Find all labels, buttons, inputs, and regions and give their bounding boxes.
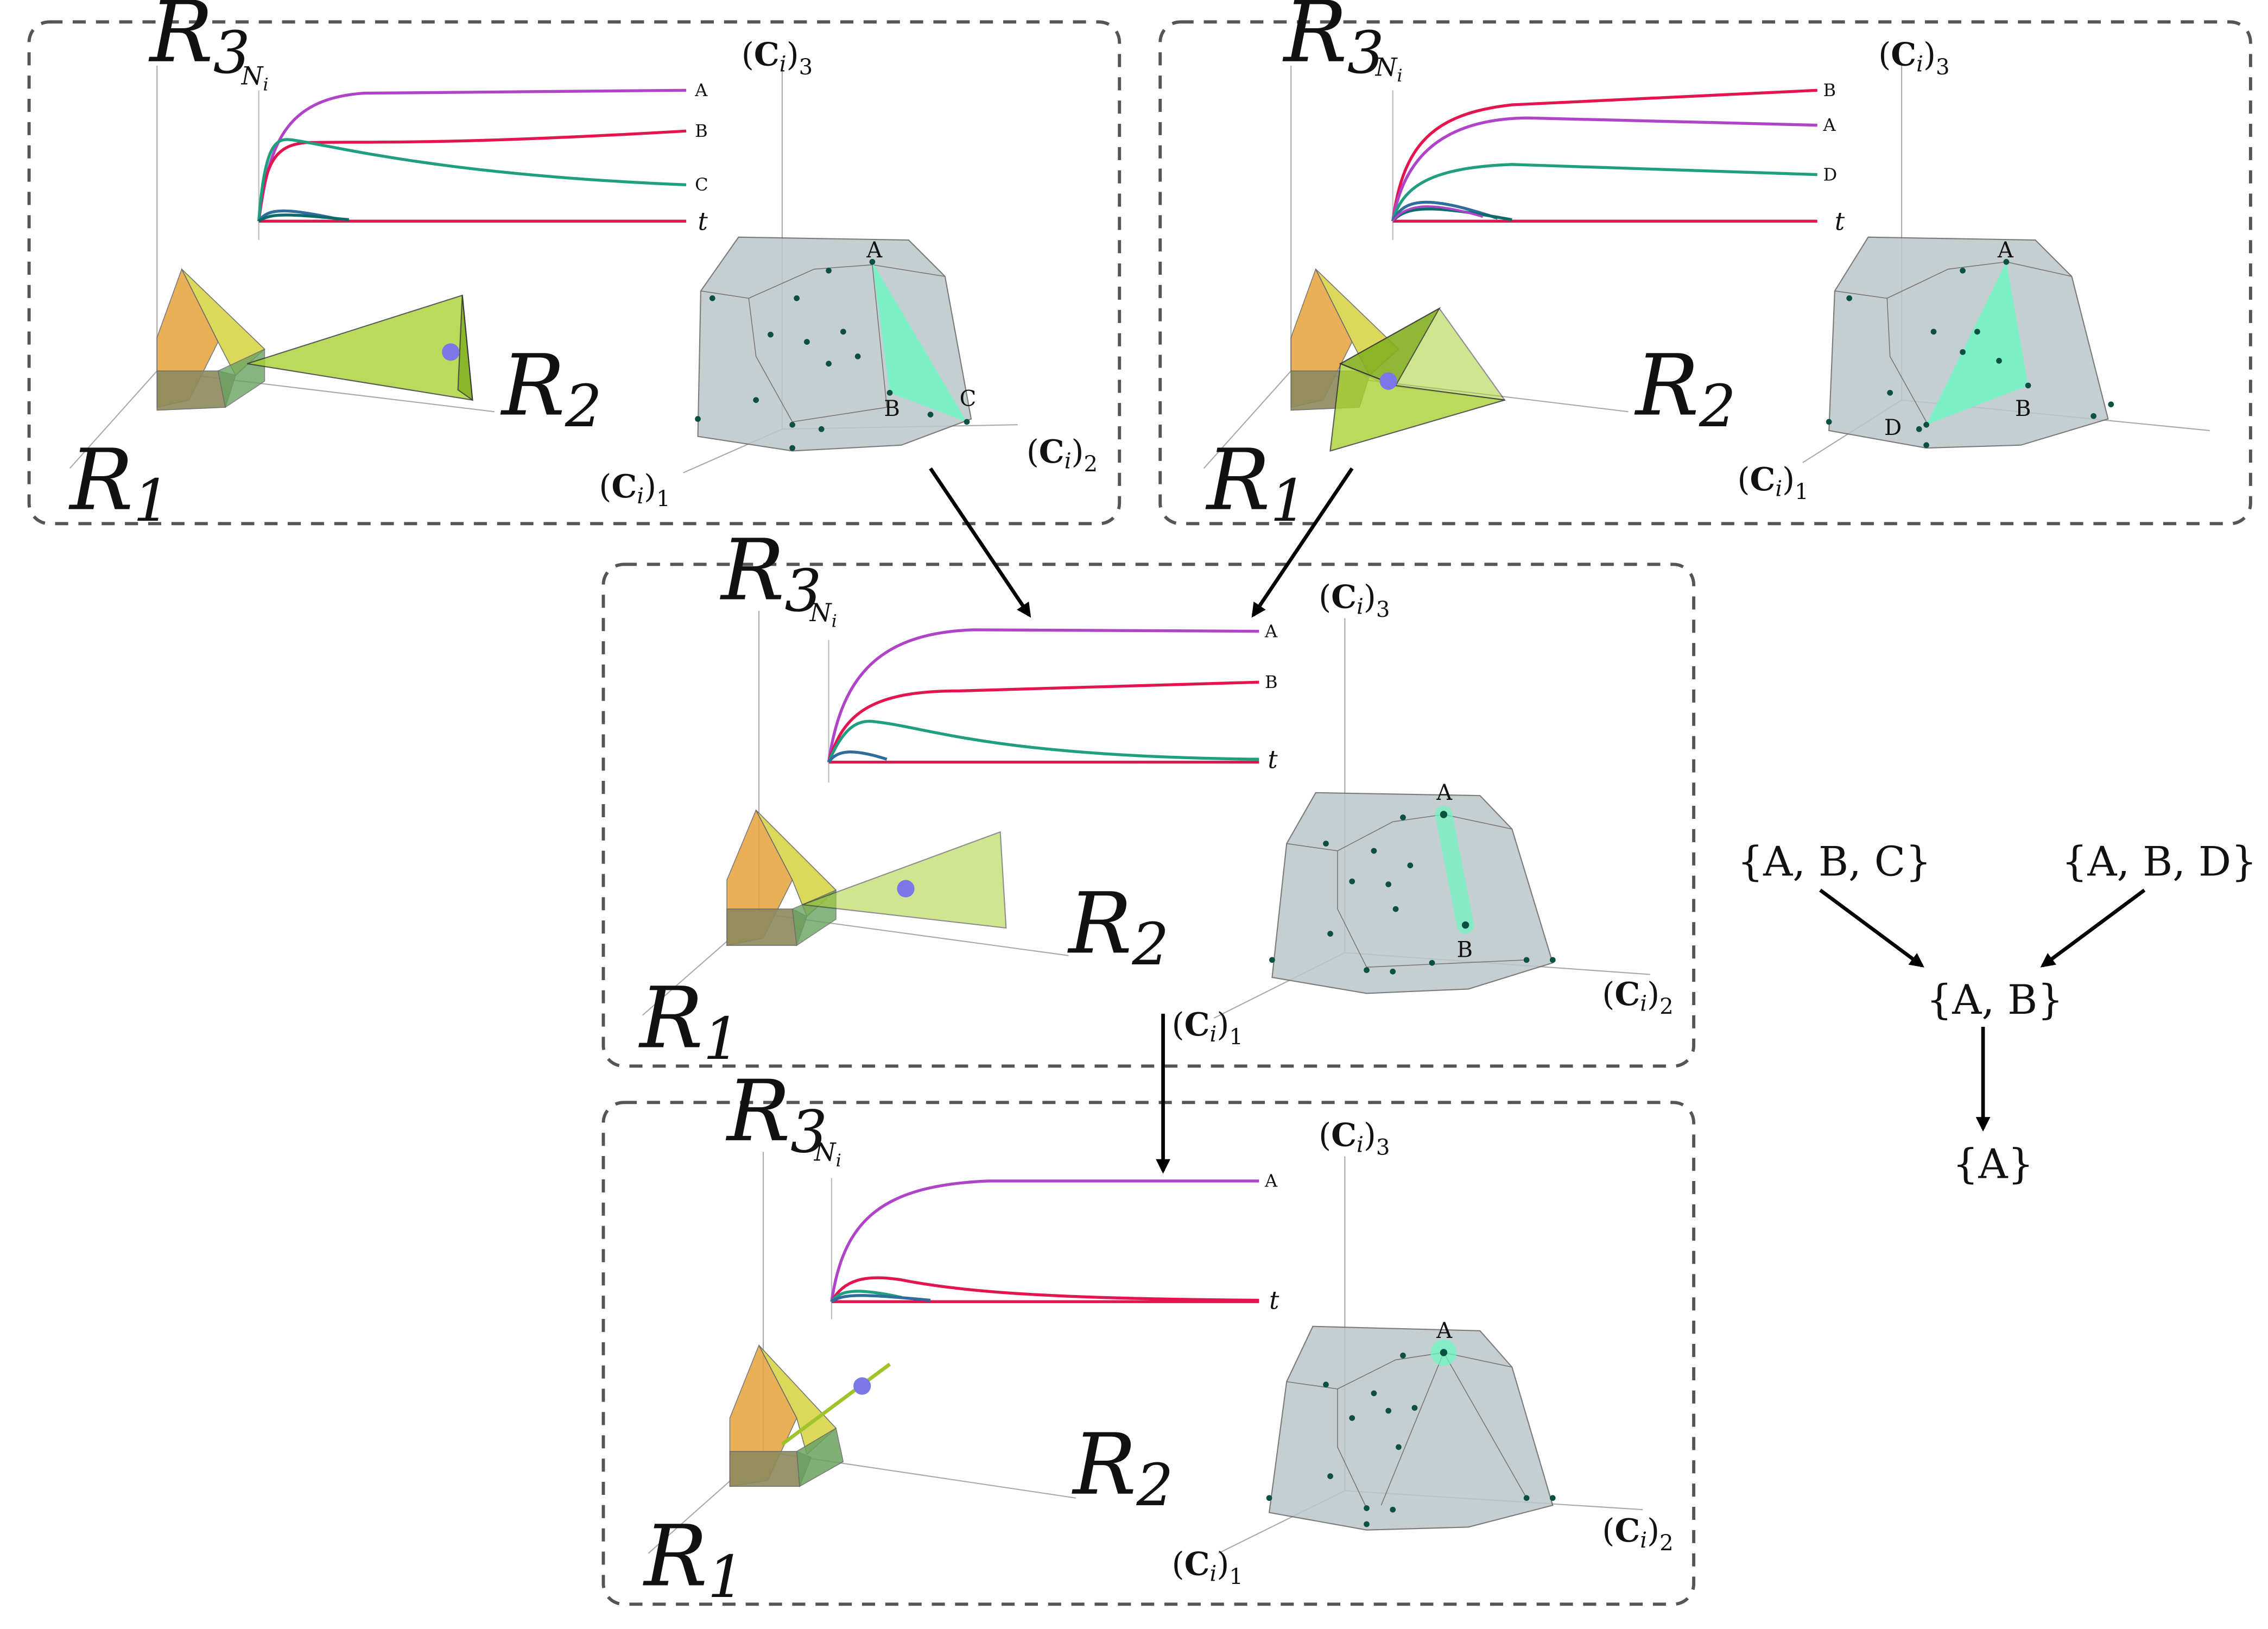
hull-highlight — [1926, 262, 2029, 425]
consumption-hull: A B D (Ci)3 (Ci)1 — [1737, 36, 2210, 504]
label-ni: Ni — [814, 1138, 841, 1171]
axis-label-r1: R1 — [642, 1507, 744, 1611]
supply-point — [442, 343, 460, 361]
dynamics-inset: Ni A B C t — [241, 62, 708, 241]
axis-label-c1: (Ci)1 — [1172, 1545, 1243, 1589]
hull-label-a: A — [1436, 780, 1453, 805]
set-abc: {A, B, C} — [1737, 837, 1931, 885]
resource-axes — [642, 611, 1069, 1016]
hull-label-a: A — [866, 238, 883, 263]
invasion-cone — [246, 294, 473, 401]
set-ab: {A, B} — [1927, 976, 2063, 1024]
panel-border — [601, 1101, 1696, 1606]
axis-label-r1: R1 — [638, 969, 740, 1073]
panel-middle: R3 R2 R1 Ni A B t — [601, 521, 1696, 1073]
axis-label-r2: R2 — [1634, 336, 1736, 440]
arrow-topleft-to-middle — [929, 467, 1031, 618]
consumption-hull: A B C (Ci)3 (Ci)2 (Ci)1 — [599, 36, 1098, 512]
axis-label-c2: (Ci)2 — [1027, 433, 1098, 477]
resource-axes — [69, 65, 495, 469]
panel-top-left: R3 R2 R1 Ni A B C t — [27, 0, 1122, 535]
dynamics-inset: Ni A t — [814, 1138, 1279, 1319]
axis-label-c1: (Ci)1 — [599, 468, 670, 512]
hull-highlight — [1435, 805, 1474, 934]
axis-label-r3: R3 — [719, 521, 821, 625]
axis-label-c1: (Ci)1 — [1172, 1006, 1243, 1050]
axis-label-c2: (Ci)2 — [1602, 1512, 1673, 1556]
hull-label-c: C — [960, 386, 977, 411]
feasible-region — [156, 268, 265, 411]
set-a: {A} — [1953, 1140, 2034, 1188]
axis-label-r3: R3 — [725, 1062, 827, 1166]
hull-label-d: D — [1884, 415, 1902, 440]
panel-border — [601, 563, 1696, 1068]
axis-label-r2: R2 — [1067, 874, 1169, 978]
supply-point — [1379, 372, 1397, 390]
axis-label-r3: R3 — [1282, 0, 1384, 87]
feasible-region — [726, 809, 837, 946]
arrow-abc-to-ab — [1819, 888, 1924, 968]
curve-label-b: B — [1823, 80, 1836, 100]
resource-axes — [648, 1152, 1076, 1554]
curve-label-a: A — [1264, 621, 1278, 641]
hull-label-b: B — [2015, 396, 2031, 421]
axis-label-c3: (Ci)3 — [1319, 578, 1390, 622]
axis-label-c1: (Ci)1 — [1737, 460, 1808, 504]
label-t: t — [698, 207, 708, 236]
label-t: t — [1269, 1286, 1279, 1315]
curve-label-a: A — [694, 80, 708, 100]
curve-label-b: B — [1265, 672, 1278, 692]
flow-arrows — [929, 467, 1354, 1174]
curve-label-a: A — [1822, 115, 1836, 135]
label-t: t — [1835, 207, 1845, 236]
axis-label-r3: R3 — [148, 0, 250, 87]
panel-top-right: R3 R2 R1 Ni B A D t — [1158, 0, 2252, 535]
set-abd: {A, B, D} — [2062, 837, 2257, 885]
label-t: t — [1268, 745, 1278, 774]
curve-label-d: D — [1823, 164, 1837, 185]
label-ni: Ni — [241, 62, 269, 95]
dynamics-inset: Ni A B t — [809, 598, 1278, 783]
invasion-line — [781, 1362, 891, 1446]
set-reduction-diagram: {A, B, C} {A, B, D} {A, B} {A} — [1737, 837, 2257, 1188]
dynamics-inset: Ni B A D t — [1375, 53, 1845, 241]
supply-point — [897, 880, 915, 898]
axis-label-r1: R1 — [68, 431, 170, 535]
axis-label-c3: (Ci)3 — [742, 36, 813, 80]
curve-label-b: B — [695, 121, 708, 141]
arrow-abd-to-ab — [2040, 888, 2146, 968]
label-ni: Ni — [809, 598, 837, 632]
label-ni: Ni — [1375, 53, 1403, 86]
axis-label-c2: (Ci)2 — [1602, 975, 1673, 1019]
invasion-cone — [802, 831, 1007, 929]
hull-label-b: B — [1457, 937, 1473, 962]
axis-label-r2: R2 — [1072, 1416, 1174, 1519]
axis-label-c3: (Ci)3 — [1319, 1116, 1390, 1160]
axis-label-r1: R1 — [1205, 431, 1307, 535]
panel-bottom: R3 R2 R1 Ni A t — [601, 1062, 1696, 1611]
hull-label-a: A — [1997, 238, 2014, 263]
panel-border — [1158, 20, 2252, 526]
axis-label-r2: R2 — [500, 336, 602, 440]
hull-label-a: A — [1436, 1318, 1453, 1343]
curve-label-c: C — [695, 174, 708, 195]
feasible-region — [729, 1344, 844, 1487]
consumption-hull: A (Ci)3 (Ci)2 (Ci)1 — [1172, 1116, 1674, 1589]
curve-label-a: A — [1264, 1171, 1278, 1191]
supply-point — [853, 1377, 871, 1395]
panel-border — [27, 20, 1122, 526]
arrow-topright-to-middle — [1251, 467, 1354, 618]
hull-label-b: B — [884, 396, 900, 421]
axis-label-c3: (Ci)3 — [1878, 36, 1949, 80]
consumption-hull: A B (Ci)3 (Ci)2 (Ci)1 — [1172, 578, 1674, 1050]
